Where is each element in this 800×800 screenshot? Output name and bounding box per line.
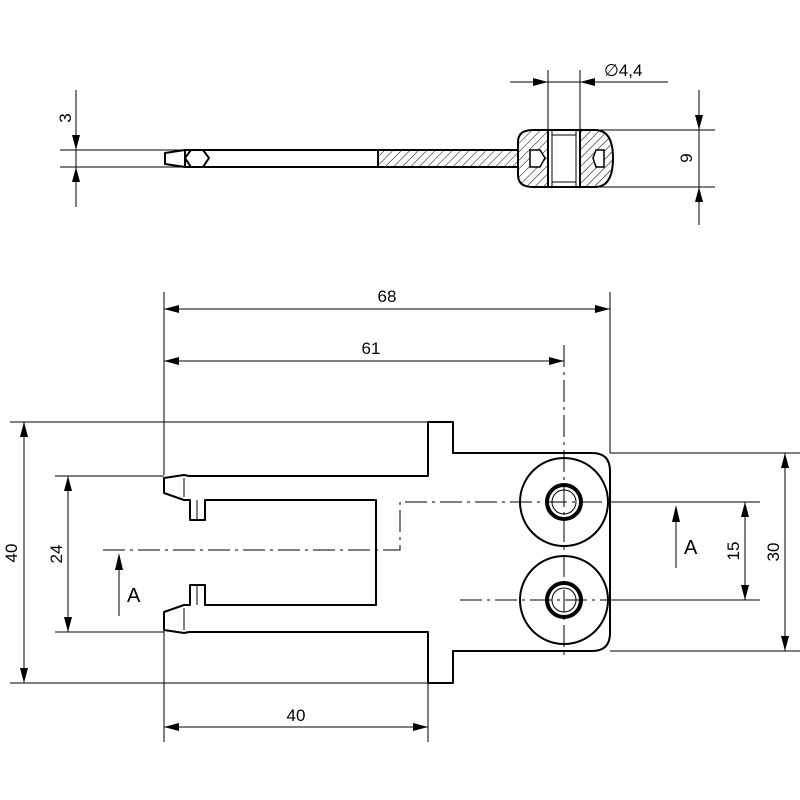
inner-slot-label: 24 — [47, 545, 66, 564]
diameter-label: ∅4,4 — [604, 61, 642, 80]
side-view-thickness-label: 3 — [56, 113, 75, 122]
overall-width-label: 40 — [2, 544, 21, 563]
side-view-bore-key — [529, 149, 546, 168]
body-height-label: 30 — [764, 543, 783, 562]
hole-center-label: 61 — [362, 339, 381, 358]
side-view-strip-plain — [184, 149, 379, 168]
section-label-left: A — [127, 585, 141, 607]
prong-length-label: 40 — [287, 706, 306, 725]
hole-spacing-label: 15 — [724, 542, 743, 561]
side-view-tip — [164, 149, 186, 168]
overall-length-label: 68 — [378, 287, 397, 306]
side-view: 3 9 ∅4,4 — [56, 61, 715, 225]
top-view: 68 61 40 24 30 15 — [2, 287, 800, 742]
side-view-height-label: 9 — [677, 153, 696, 162]
side-view-bore — [547, 129, 581, 188]
top-view-outline — [163, 421, 611, 684]
side-view-bore-key-right — [592, 149, 605, 168]
side-view-tip-notch — [184, 149, 210, 168]
side-view-strip-hatched — [377, 149, 519, 168]
section-label-right: A — [684, 537, 698, 559]
